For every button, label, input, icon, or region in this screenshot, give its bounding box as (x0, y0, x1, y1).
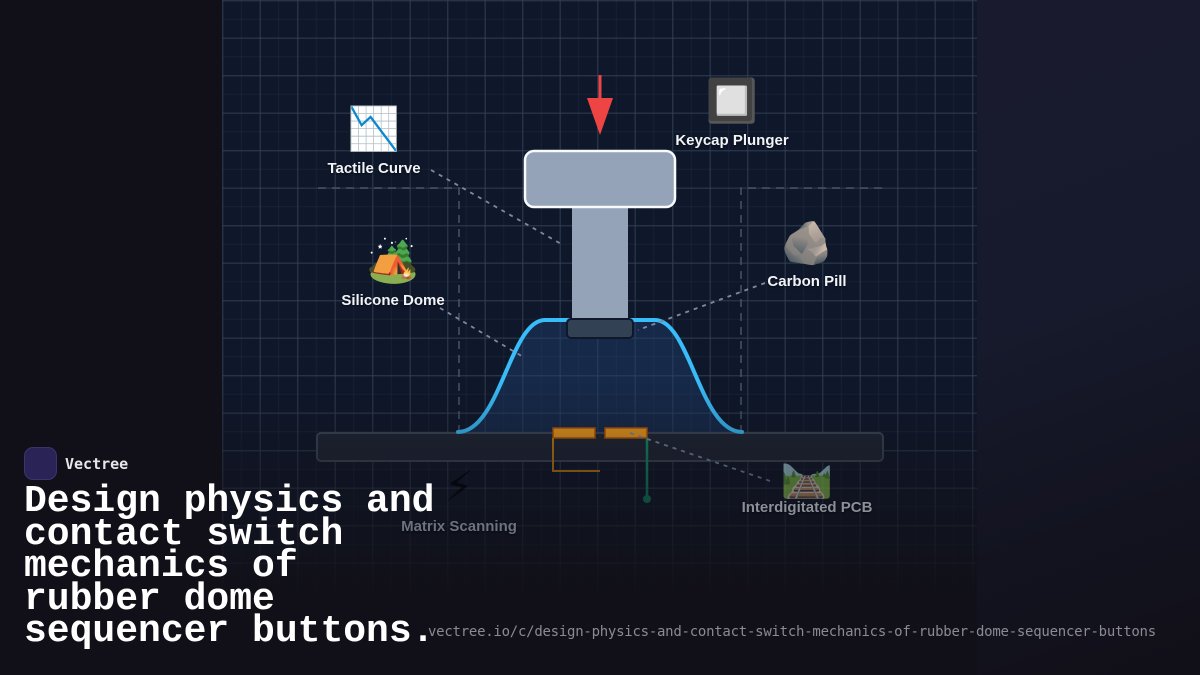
lightning-icon: ⚡ (444, 462, 474, 511)
brand-name: Vectree (65, 454, 129, 473)
label-interdigitated-pcb: Interdigitated PCB (741, 499, 873, 516)
railway-track-icon: 🛤️ (780, 451, 834, 500)
background-right (977, 0, 1200, 675)
panel-fade (222, 380, 977, 600)
label-tactile-curve: Tactile Curve (327, 160, 421, 177)
label-silicone-dome: Silicone Dome (341, 292, 445, 309)
white-square-button-icon: 🔲 (705, 76, 759, 125)
vectree-logo-icon (24, 447, 57, 480)
brand: Vectree (24, 447, 128, 480)
guide-lines (318, 187, 882, 432)
chart-decreasing-icon: 📉 (347, 104, 401, 153)
carbon-pill (566, 318, 634, 339)
plunger-stem (572, 205, 628, 323)
label-keycap-plunger: Keycap Plunger (675, 132, 789, 149)
camping-tent-icon: 🏕️ (366, 236, 420, 285)
rock-icon: 🪨 (780, 218, 834, 267)
page-url[interactable]: vectree.io/c/design-physics-and-contact-… (428, 624, 1156, 640)
label-carbon-pill: Carbon Pill (767, 273, 847, 290)
label-matrix-scanning: Matrix Scanning (401, 518, 517, 535)
keycap (523, 149, 677, 209)
force-arrow-head (587, 98, 613, 135)
page-title: Design physics and contact switch mechan… (24, 480, 435, 653)
